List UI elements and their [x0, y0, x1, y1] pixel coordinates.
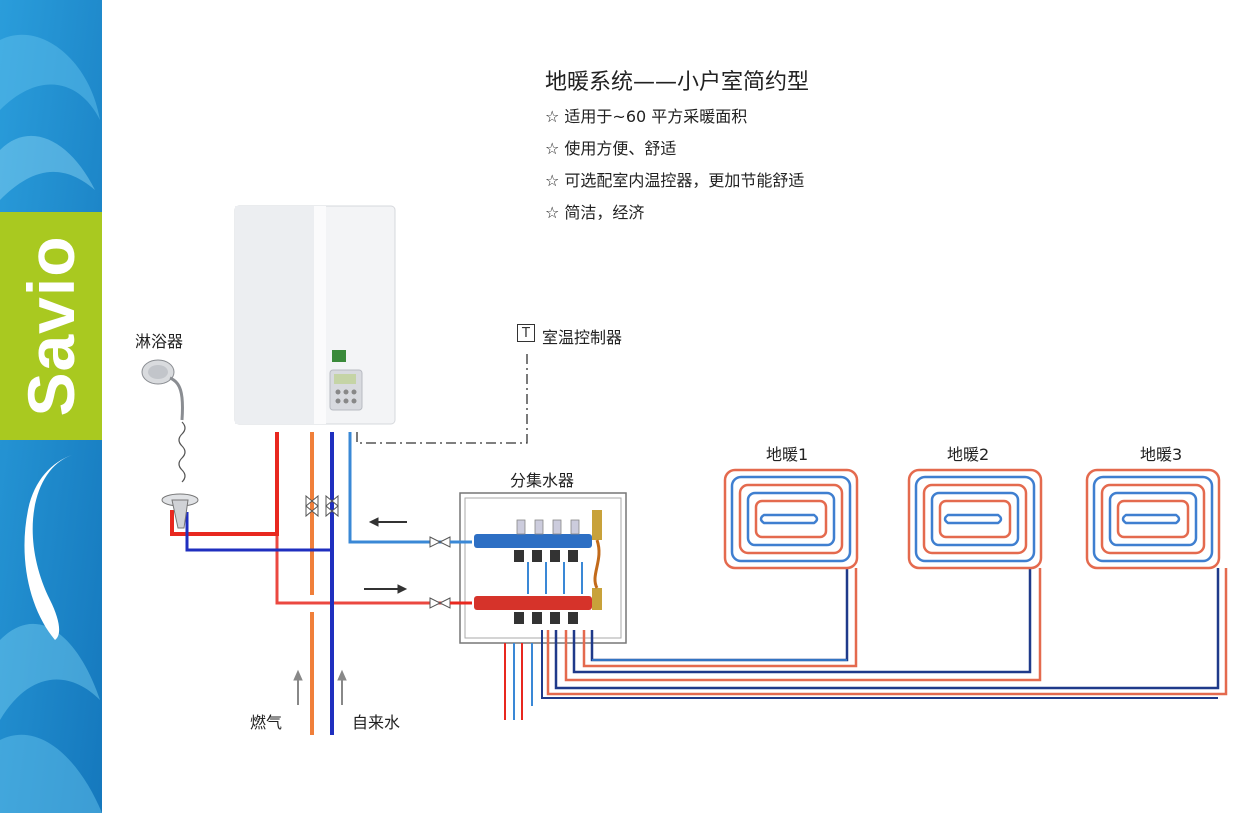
brand-logo-panel [0, 212, 102, 440]
floor-loop-3 [1085, 468, 1221, 570]
heating-system-diagram [141, 205, 1228, 735]
feature-list: ☆ 适用于~60 平方采暖面积 ☆ 使用方便、舒适 ☆ 可选配室内温控器，更加节… [545, 106, 804, 234]
brand-logo-text: Savio [14, 235, 88, 417]
feature-item: ☆ 可选配室内温控器，更加节能舒适 [545, 171, 805, 190]
mixing-valve-icon [161, 493, 199, 529]
thermostat-label: 室温控制器 [542, 328, 623, 347]
gas-label: 燃气 [250, 713, 283, 732]
feature-item: ☆ 简洁，经济 [545, 203, 645, 222]
shower-label: 淋浴器 [135, 332, 184, 351]
feature-item: ☆ 使用方便、舒适 [545, 139, 677, 158]
heating-return-pipe [348, 432, 442, 544]
thermostat-icon: T [517, 324, 535, 342]
page-title: 地暖系统——小户室简约型 [545, 70, 810, 95]
manifold-label: 分集水器 [510, 471, 575, 490]
hot-water-pipe [170, 432, 279, 536]
tap-water-label: 自来水 [352, 713, 401, 732]
floor-loop-2 [907, 468, 1043, 570]
shower-head-icon [141, 359, 186, 483]
floor-loop-1 [723, 468, 859, 570]
floor-loop-label-2: 地暖2 [947, 445, 990, 464]
valve-icon [305, 494, 339, 518]
boiler-icon [234, 205, 396, 425]
brand-sidebar: Savio [0, 0, 102, 813]
floor-loop-label-3: 地暖3 [1140, 445, 1183, 464]
flow-arrow-icon [293, 517, 408, 705]
brand-swoosh-icon [24, 455, 72, 640]
heating-supply-pipe [275, 534, 442, 605]
feature-item: ☆ 适用于~60 平方采暖面积 [545, 107, 748, 126]
diagram-area: 地暖系统——小户室简约型 ☆ 适用于~60 平方采暖面积 ☆ 使用方便、舒适 ☆… [102, 0, 1260, 813]
thermostat-wire [356, 352, 528, 444]
floor-loop-label-1: 地暖1 [766, 445, 809, 464]
valve-icon [429, 536, 451, 609]
